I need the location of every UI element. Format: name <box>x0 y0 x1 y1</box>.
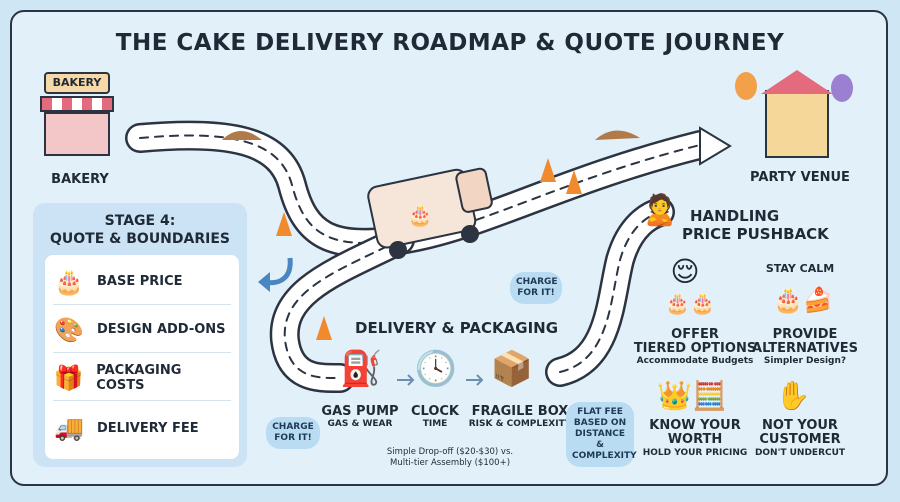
dirt-mound <box>222 130 640 140</box>
bakery-shop-icon: BAKERY <box>38 62 118 160</box>
list-item: 🎂 BASE PRICE <box>53 259 231 305</box>
tip-sub: HOLD YOUR PRICING <box>642 448 748 458</box>
stage-items-list: 🎂 BASE PRICE 🎨 DESIGN ADD-ONS 🎁 PACKAGING C… <box>45 255 239 459</box>
stage-heading: STAGE 4: <box>104 213 176 229</box>
delivery-van-icon: 🎂 <box>367 167 493 259</box>
note-line: Multi-tier Assembly ($100+) <box>389 458 511 468</box>
tip-sub: Accommodate Budgets <box>636 356 754 366</box>
alternative-cakes-icon: 🎂🍰 <box>773 286 833 314</box>
raised-hand-icon: ✋ <box>775 379 811 412</box>
charge-bubble-top: CHARGE FOR IT! <box>510 272 562 304</box>
item-label: DESIGN ADD-ONS <box>97 322 226 337</box>
flat-fee-bubble: FLAT FEE BASED ON DISTANCE & COMPLEXITY <box>566 402 637 467</box>
step-sub: RISK & COMPLEXITY <box>468 419 572 429</box>
pushback-title: PRICE PUSHBACK <box>682 225 829 243</box>
gift-icon: 🎁 <box>53 363 84 392</box>
charge-bubble-left: CHARGE FOR IT! <box>266 417 320 449</box>
item-label: PACKAGING COSTS <box>96 362 182 393</box>
crown-calculator-icon: 👑🧮 <box>657 379 727 412</box>
step-label: FRAGILE BOX <box>471 404 569 419</box>
list-item: 🚚 DELIVERY FEE <box>53 405 231 451</box>
item-label: BASE PRICE <box>97 274 183 289</box>
tip-label: KNOW YOUR <box>649 418 741 433</box>
step-sub: GAS & WEAR <box>327 419 393 429</box>
fragile-box-icon: 📦 <box>490 349 534 389</box>
party-venue-icon <box>735 62 855 162</box>
clock-icon: 🕓 <box>414 349 458 389</box>
tip-sub: DON'T UNDERCUT <box>754 448 846 458</box>
step-label: CLOCK <box>410 404 460 419</box>
palette-icon: 🎨 <box>54 315 84 344</box>
page-title: THE CAKE DELIVERY ROADMAP & QUOTE JOURNE… <box>115 30 785 56</box>
list-item: 🎨 DESIGN ADD-ONS <box>53 307 231 353</box>
confused-person-icon: 🙎 <box>641 193 679 228</box>
step-sub: TIME <box>422 419 448 429</box>
tip-label: ALTERNATIVES <box>752 341 858 356</box>
gas-pump-icon: ⛽ <box>340 349 383 389</box>
stay-calm-label: STAY CALM <box>765 262 835 275</box>
cake-icon: 🎂 <box>54 267 84 296</box>
item-label: DELIVERY FEE <box>97 420 199 436</box>
bakery-sign: BAKERY <box>44 72 110 94</box>
party-venue-label: PARTY VENUE <box>750 170 850 185</box>
tip-label: WORTH <box>667 432 723 447</box>
tiered-cakes-icon: 🎂🎂 <box>665 291 715 315</box>
traffic-cone-icon <box>276 158 582 340</box>
truck-icon: 🚚 <box>54 414 84 442</box>
road-arrow-head <box>699 126 732 166</box>
tip-label: TIERED OPTIONS <box>633 341 757 356</box>
tip-label: PROVIDE <box>772 327 838 342</box>
tip-label: NOT YOUR <box>762 418 838 433</box>
tip-label: CUSTOMER <box>759 432 841 447</box>
stage-subheading: QUOTE & BOUNDARIES <box>50 231 230 247</box>
note-line: Simple Drop-off ($20-$30) vs. <box>386 447 514 457</box>
tip-sub: Simpler Design? <box>763 356 847 366</box>
list-item: 🎁 PACKAGING COSTS <box>53 355 231 401</box>
delivery-title: DELIVERY & PACKAGING <box>355 319 559 337</box>
bakery-label: BAKERY <box>51 172 109 187</box>
stage-4-panel: STAGE 4: QUOTE & BOUNDARIES 🎂 BASE PRICE … <box>33 203 247 467</box>
step-label: GAS PUMP <box>321 404 399 419</box>
svg-text:🎂: 🎂 <box>408 203 433 227</box>
calm-face-icon: 😌 <box>670 255 700 288</box>
pushback-title: HANDLING <box>690 207 780 225</box>
tip-label: OFFER <box>671 327 719 342</box>
